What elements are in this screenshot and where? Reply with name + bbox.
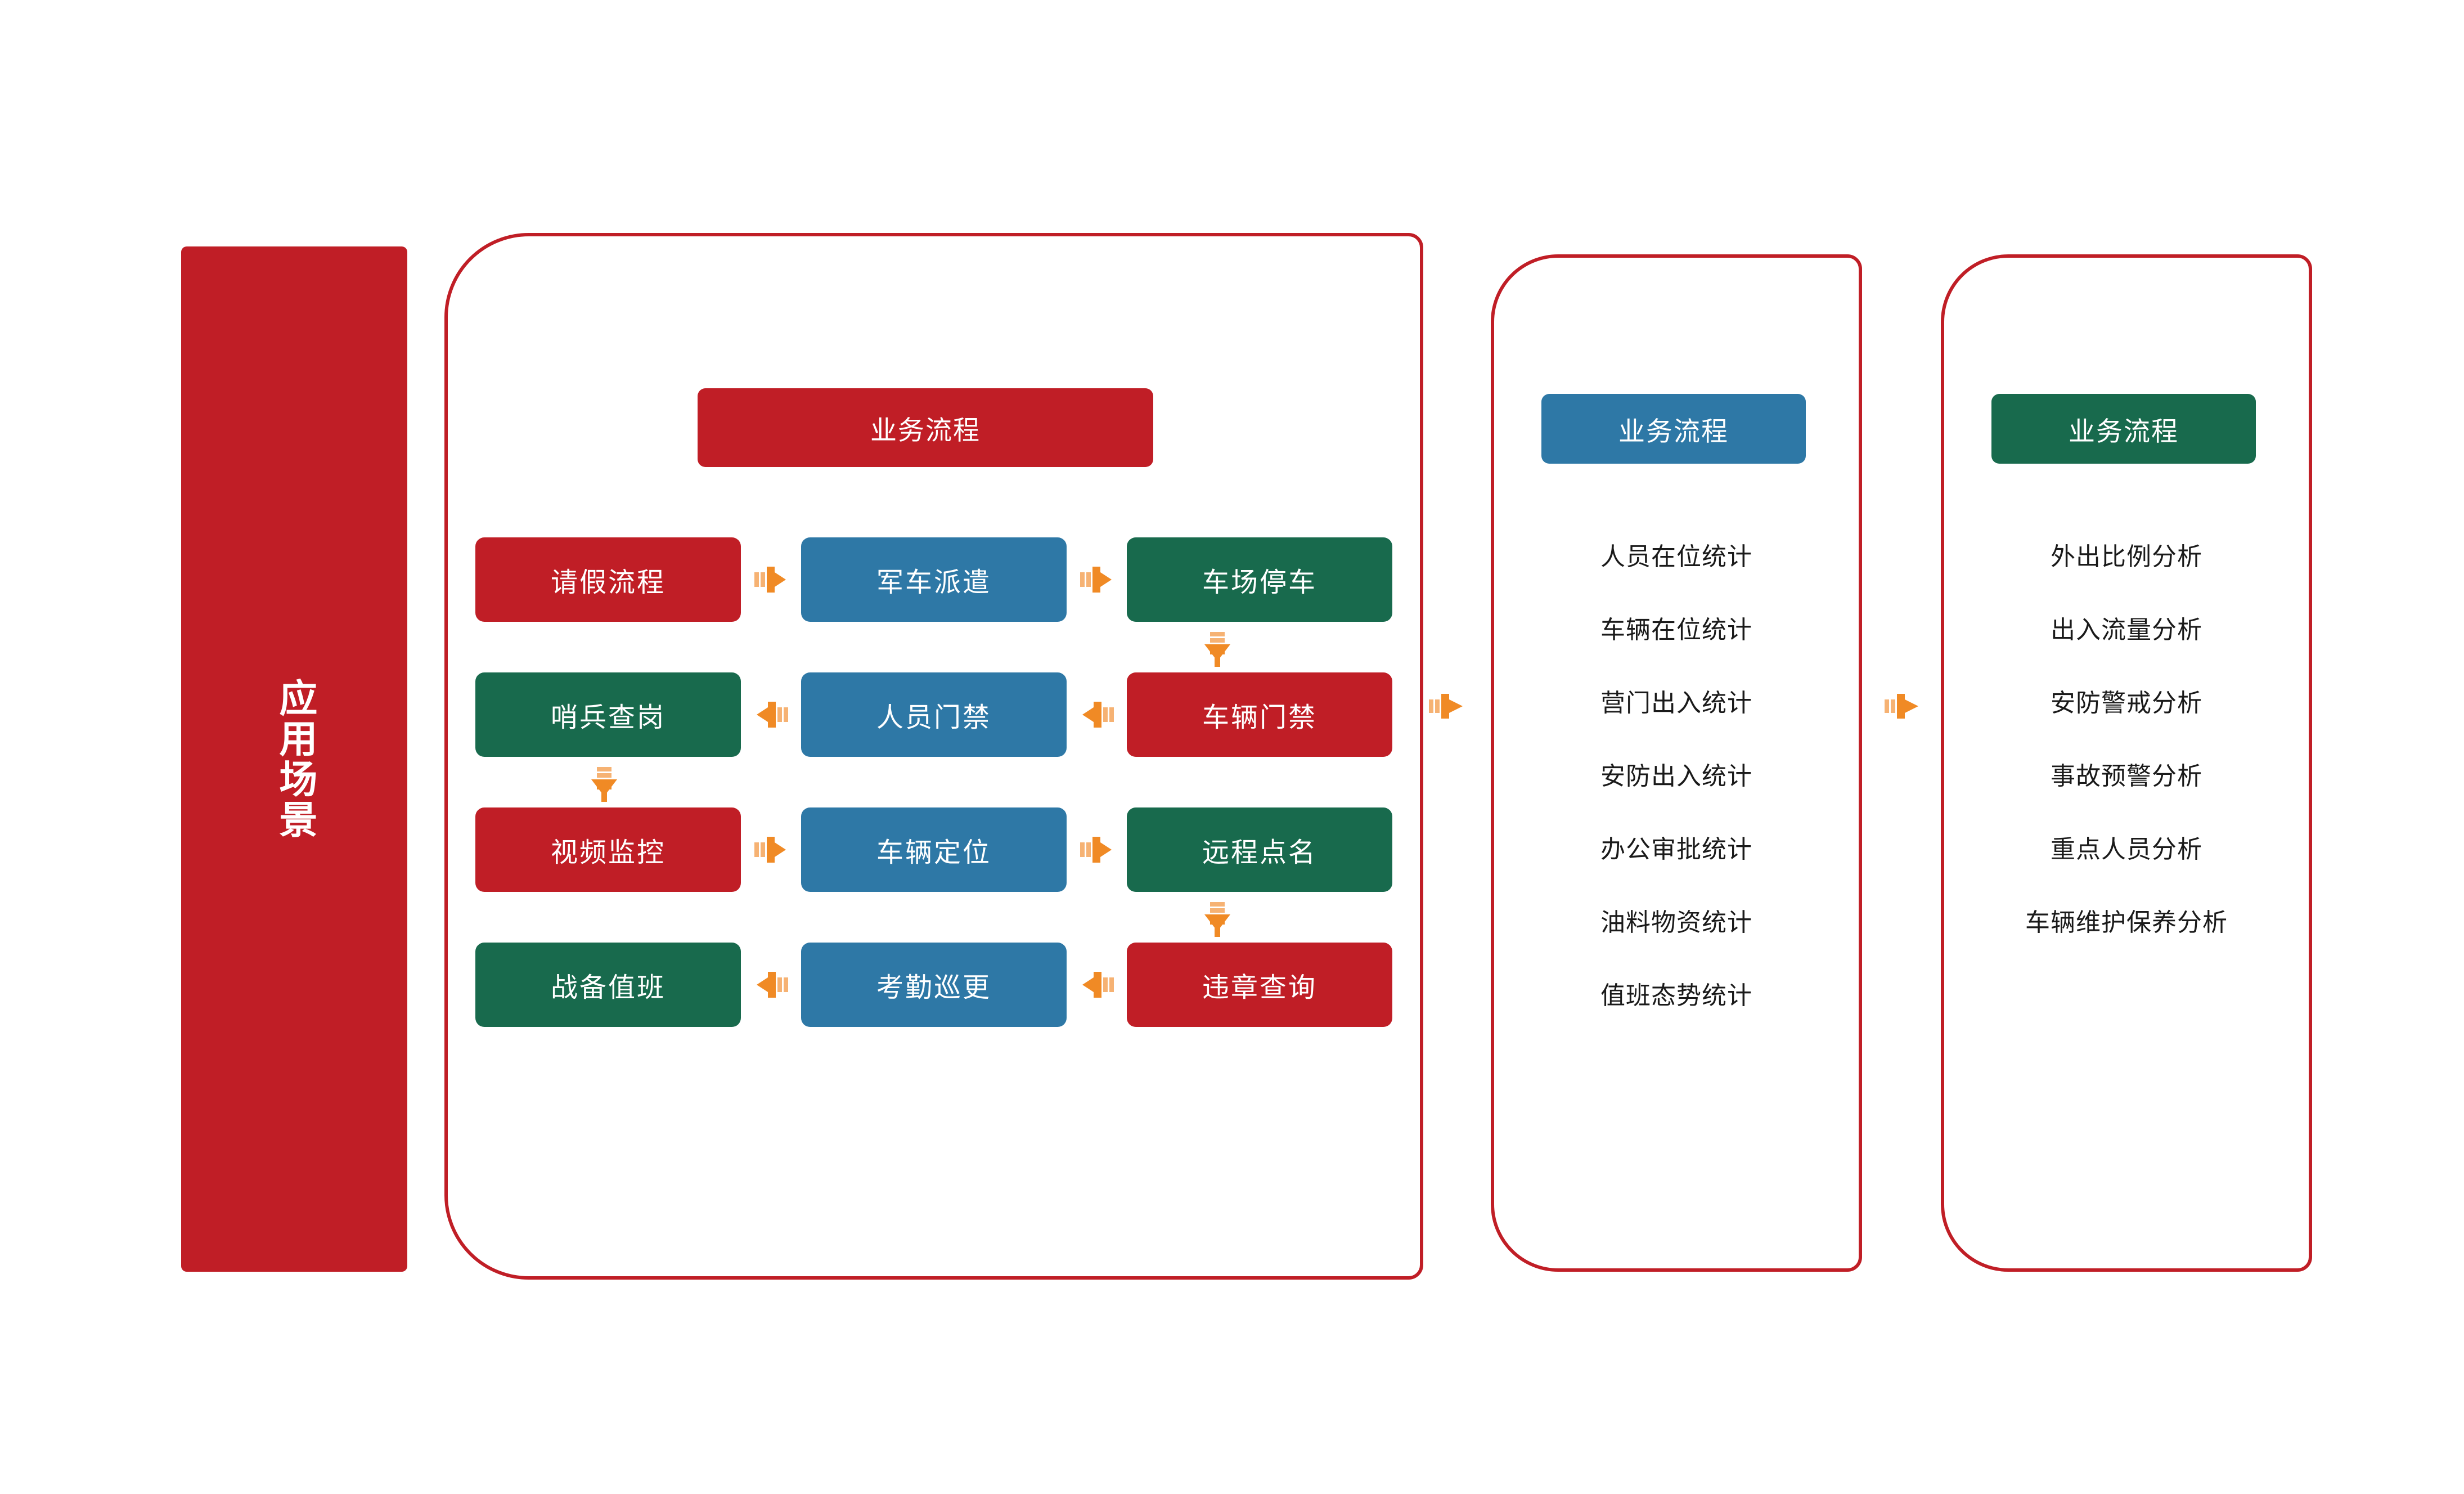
arrow-slot xyxy=(1067,562,1127,597)
flow-row: 视频监控 车辆定位 xyxy=(475,807,1392,892)
right-arrow-icon xyxy=(1080,832,1114,867)
right-arrow-icon xyxy=(754,832,788,867)
arrow-slot xyxy=(741,562,801,597)
list-item[interactable]: 车辆维护保养分析 xyxy=(2025,909,2228,936)
flow-box-military-vehicle-dispatch[interactable]: 军车派遣 xyxy=(801,537,1067,622)
flow-box-attendance-patrol[interactable]: 考勤巡更 xyxy=(801,943,1067,1027)
statistics-item-list: 人员在位统计 车辆在位统计 营门出入统计 安防出入统计 办公审批统计 油料物资统… xyxy=(1491,521,1862,1033)
list-item[interactable]: 事故预警分析 xyxy=(2051,762,2202,790)
arrow-slot xyxy=(1067,967,1127,1002)
process-flow-grid: 请假流程 军车派遣 xyxy=(475,537,1392,1027)
analysis-item-list: 外出比例分析 出入流量分析 安防警戒分析 事故预警分析 重点人员分析 车辆维护保… xyxy=(1941,521,2312,959)
flow-row: 战备值班 考勤巡更 xyxy=(475,943,1392,1027)
list-item[interactable]: 营门出入统计 xyxy=(1600,689,1752,717)
list-item[interactable]: 人员在位统计 xyxy=(1600,543,1752,571)
left-arrow-icon xyxy=(1080,697,1114,732)
analysis-header-label: 业务流程 xyxy=(2069,416,2179,446)
list-item[interactable]: 出入流量分析 xyxy=(2051,616,2202,644)
list-item[interactable]: 重点人员分析 xyxy=(2051,836,2202,863)
application-scenario-banner: 应用场景 xyxy=(181,246,407,1272)
flow-row: 请假流程 军车派遣 xyxy=(475,537,1392,622)
right-arrow-icon xyxy=(754,562,788,597)
flow-box-parking-lot-parking[interactable]: 车场停车 xyxy=(1127,537,1392,622)
flow-box-label: 远程点名 xyxy=(1202,838,1317,868)
flow-box-video-surveillance[interactable]: 视频监控 xyxy=(475,807,741,892)
flow-box-leave-process[interactable]: 请假流程 xyxy=(475,537,741,622)
right-arrow-icon xyxy=(1429,689,1466,723)
right-arrow-icon xyxy=(1080,562,1114,597)
process-header-chip: 业务流程 xyxy=(698,388,1153,467)
flow-box-vehicle-positioning[interactable]: 车辆定位 xyxy=(801,807,1067,892)
arrow-slot xyxy=(1067,832,1127,867)
statistics-header-chip: 业务流程 xyxy=(1541,394,1806,464)
left-arrow-icon xyxy=(754,967,788,1002)
list-item[interactable]: 值班态势统计 xyxy=(1600,982,1752,1010)
flow-row: 哨兵查岗 人员门禁 xyxy=(475,672,1392,757)
arrow-slot xyxy=(741,832,801,867)
flow-box-label: 人员门禁 xyxy=(876,703,991,733)
flow-box-violation-query[interactable]: 违章查询 xyxy=(1127,943,1392,1027)
flow-box-sentry-post-check[interactable]: 哨兵查岗 xyxy=(475,672,741,757)
statistics-header-label: 业务流程 xyxy=(1618,416,1729,446)
flow-box-label: 战备值班 xyxy=(550,973,666,1003)
flow-box-label: 违章查询 xyxy=(1202,973,1317,1003)
right-arrow-icon xyxy=(1885,689,1922,723)
list-item[interactable]: 安防警戒分析 xyxy=(2051,689,2202,717)
left-arrow-icon xyxy=(754,697,788,732)
flow-box-label: 请假流程 xyxy=(550,568,666,598)
down-arrow-icon xyxy=(1200,902,1235,944)
list-item[interactable]: 外出比例分析 xyxy=(2051,543,2202,571)
flow-box-personnel-access-control[interactable]: 人员门禁 xyxy=(801,672,1067,757)
flow-box-label: 车辆定位 xyxy=(876,838,991,868)
list-item[interactable]: 办公审批统计 xyxy=(1600,836,1752,863)
flow-box-vehicle-access-control[interactable]: 车辆门禁 xyxy=(1127,672,1392,757)
list-item[interactable]: 车辆在位统计 xyxy=(1600,616,1752,644)
down-arrow-icon xyxy=(1200,632,1235,674)
analysis-header-chip: 业务流程 xyxy=(1991,394,2256,464)
arrow-slot xyxy=(741,967,801,1002)
application-scenario-label: 应用场景 xyxy=(273,678,316,840)
flow-box-label: 军车派遣 xyxy=(876,568,991,598)
flow-box-label: 视频监控 xyxy=(550,838,666,868)
flow-box-combat-readiness-duty[interactable]: 战备值班 xyxy=(475,943,741,1027)
arrow-slot xyxy=(741,697,801,732)
flow-box-label: 车场停车 xyxy=(1202,568,1317,598)
list-item[interactable]: 安防出入统计 xyxy=(1600,762,1752,790)
list-item[interactable]: 油料物资统计 xyxy=(1600,909,1752,936)
flow-box-label: 哨兵查岗 xyxy=(550,703,666,733)
down-arrow-icon xyxy=(587,767,622,809)
flow-box-label: 考勤巡更 xyxy=(876,973,991,1003)
flow-box-remote-roll-call[interactable]: 远程点名 xyxy=(1127,807,1392,892)
left-arrow-icon xyxy=(1080,967,1114,1002)
process-header-label: 业务流程 xyxy=(870,415,981,445)
arrow-slot xyxy=(1067,697,1127,732)
flow-box-label: 车辆门禁 xyxy=(1202,703,1317,733)
